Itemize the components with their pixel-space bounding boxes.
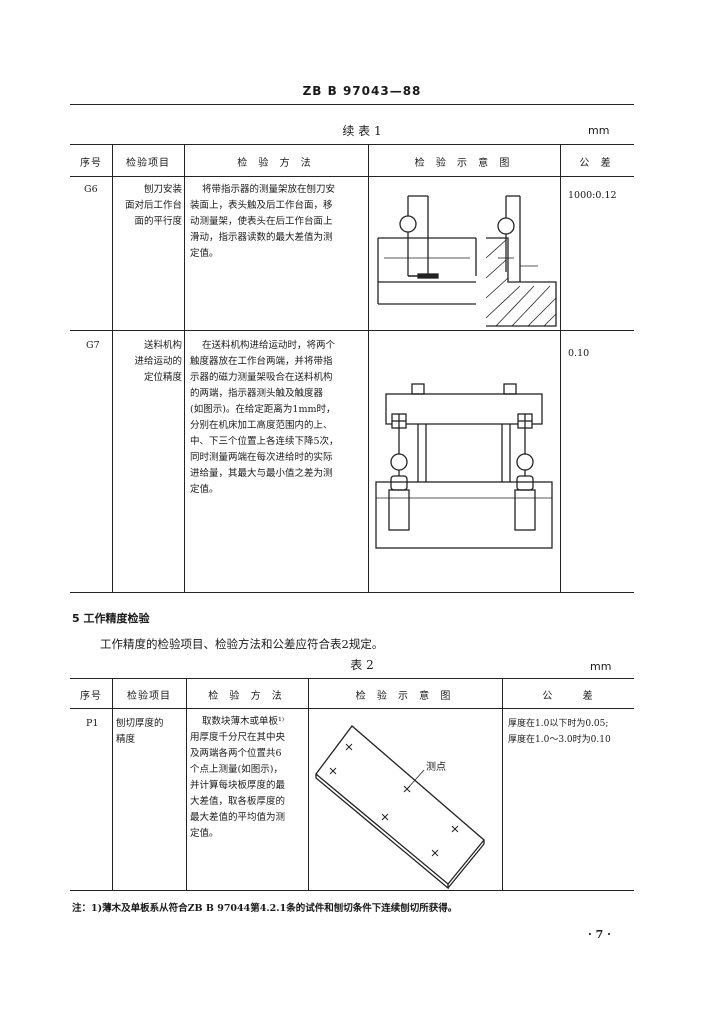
table1-row-divider [70,330,634,331]
check-method: 在送料机构进给运动时，将两个 触度器放在工作台两端，并将带指 示器的磁力测量架吸… [190,338,366,498]
table2-col-header: 公 差 [542,691,594,702]
method-line: 分别在机床加工高度范围内的上、 [190,420,333,431]
item-line: 刨切厚度的 [116,718,164,729]
table2-unit: mm [590,660,612,673]
table2-col-header: 检验项目 [127,691,171,702]
table2-header-rule [70,708,634,709]
table1-col-divider [112,144,113,592]
method-line: 触度器放在工作台两端，并将带指 [190,356,333,367]
table2-caption: 表 2 [350,658,374,672]
table1-top-rule [70,144,634,145]
method-line: 滑动，指示器读数的最大差值为测 [190,232,333,243]
table1-header-rule [70,176,634,177]
item-line: 精度 [116,734,136,745]
item-line: 送料机构 [143,340,182,351]
item-line: 面对后工作台 [124,200,182,211]
method-line: 及两端各两个位置共6 [190,748,282,759]
method-line: 的两端，指示器测头触及触度器 [190,388,324,399]
table1-bottom-rule [70,592,634,593]
table1-unit: mm [588,124,610,137]
table2-col-header: 检 验 方 法 [208,691,286,702]
section-heading: 5 工作精度检验 [72,612,150,625]
check-item: 刨切厚度的 精度 [116,716,184,748]
item-line: 进给运动的 [134,356,182,367]
table1-col-divider [560,144,561,592]
item-line: 刨刀安装 [143,184,182,195]
header-rule [70,104,634,105]
check-method: 将带指示器的测量架放在刨刀安 装面上，表头触及后工作台面，移 动测量架，使表头在… [190,182,366,262]
table2-col-divider [112,678,113,890]
section-paragraph: 工作精度的检验项目、检验方法和公差应符合表2规定。 [100,637,384,651]
tolerance-line: 厚度在1.0以下时为0.05; [508,719,609,729]
thickness-points-diagram: 测点 [315,725,485,890]
method-line: 示器的磁力测量架吸合在送料机构 [190,372,333,383]
measuring-point-label: 测点 [426,760,446,773]
method-line: 将带指示器的测量架放在刨刀安 [202,184,336,195]
page-number: · 7 · [588,928,611,941]
row-id: G6 [84,184,98,195]
item-line: 面的平行度 [134,216,182,227]
standard-code: ZB B 97043—88 [302,84,422,98]
table2-top-rule [70,678,634,679]
method-line: 在送料机构进给运动时，将两个 [202,340,336,351]
method-line: 最大差值的平均值为测 [190,812,286,823]
table1-col-header: 检 验 方 法 [237,158,315,169]
method-line: 定值。 [190,828,219,839]
method-line: 定值。 [190,248,219,259]
tolerance: 0.10 [568,348,590,359]
method-line: (如图示)。在给定距离为1mm时， [190,404,336,415]
method-line: 同时测量两端在每次进给时的实际 [190,452,333,463]
check-item: 送料机构 进给运动的 定位精度 [114,338,182,386]
method-line: 大差值，取各板厚度的 [190,796,286,807]
tolerance: 厚度在1.0以下时为0.05; 厚度在1.0～3.0时为0.10 [508,716,634,748]
feed-positioning-diagram [375,383,553,549]
method-line: 取数块薄木或单板¹⁾ [202,716,285,727]
table2-col-divider [502,678,503,890]
method-line: 定值。 [190,484,219,495]
row-id: P1 [86,718,99,729]
table1-col-header: 检 验 示 意 图 [414,158,514,169]
table1-col-divider [368,144,369,592]
table1-col-header: 序号 [80,158,102,169]
tolerance-line: 厚度在1.0～3.0时为0.10 [508,735,611,745]
check-item: 刨刀安装 面对后工作台 面的平行度 [114,182,182,230]
item-line: 定位精度 [143,372,182,383]
table1-col-divider [184,144,185,592]
table1-caption: 续 表 1 [342,124,382,138]
table2-col-divider [308,678,309,890]
method-line: 中、下三个位置上各连续下降5次， [190,436,339,447]
method-line: 动测量架，使表头在后工作台面上 [190,216,333,227]
table1-col-header: 公 差 [579,158,615,169]
row-id: G7 [86,340,100,351]
parallelism-check-diagram [377,195,557,327]
method-line: 并计算每块板厚度的最 [190,780,286,791]
method-line: 装面上，表头触及后工作台面，移 [190,200,333,211]
table2-col-header: 序号 [80,691,102,702]
method-line: 进给量，其最大与最小值之差为测 [190,468,333,479]
check-method: 取数块薄木或单板¹⁾ 用厚度千分尺在其中央 及两端各两个位置共6 个点上测量(如… [190,714,308,842]
method-line: 用厚度千分尺在其中央 [190,732,286,743]
tolerance: 1000:0.12 [568,190,617,201]
table2-col-header: 检 验 示 意 图 [355,691,455,702]
method-line: 个点上测量(如图示)， [190,764,283,775]
table2-bottom-rule [70,890,634,891]
footnote: 注：1)薄木及单板系从符合ZB B 97044第4.2.1条的试件和刨切条件下连… [72,903,458,914]
table1-col-header: 检验项目 [126,158,170,169]
table2-col-divider [186,678,187,890]
